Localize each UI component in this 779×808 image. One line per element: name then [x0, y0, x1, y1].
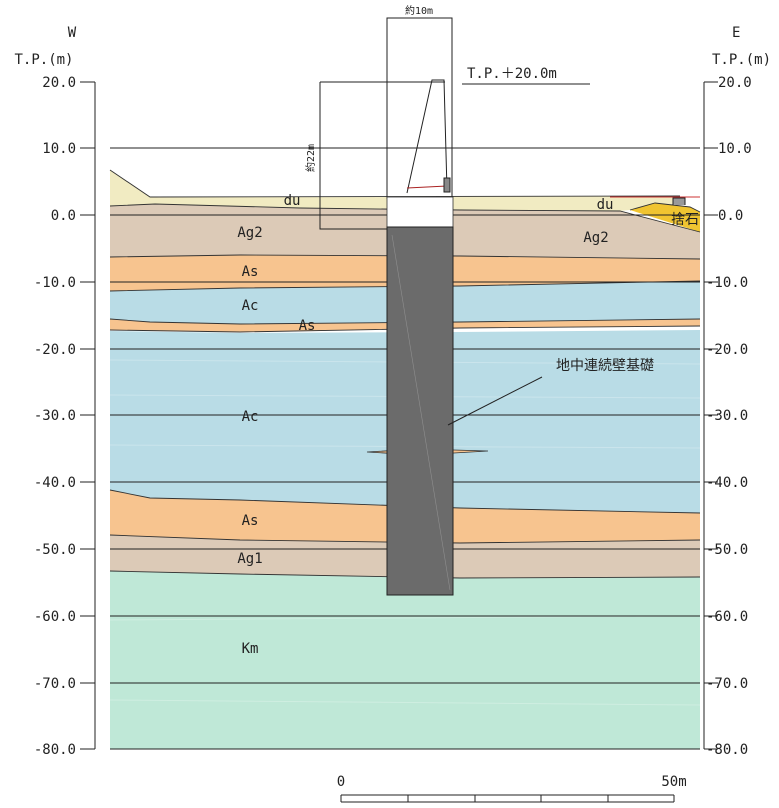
right-tick-label: -10.0 — [706, 275, 748, 291]
right-axis-direction: E — [732, 25, 740, 41]
label-ac-main: Ac — [242, 409, 259, 425]
right-tick-label: -20.0 — [706, 342, 748, 358]
left-tick-label: -40.0 — [34, 475, 76, 491]
label-ac-upper: Ac — [242, 298, 259, 314]
left-axis: W T.P.(m) 20.0 10.0 0.0 -10.0 -20.0 -30.… — [14, 25, 96, 758]
left-tick-label: 0.0 — [51, 208, 76, 224]
label-du-right: du — [597, 197, 614, 213]
right-tick-label: 20.0 — [718, 75, 752, 91]
scale-end: 50m — [661, 774, 686, 790]
left-tick-label: -80.0 — [34, 742, 76, 758]
layer-labels: du du Ag2 Ag2 捨石 As Ac As Ac As Ag1 Km — [237, 193, 699, 657]
left-tick-label: -50.0 — [34, 542, 76, 558]
label-du-left: du — [284, 193, 301, 209]
label-as-lower: As — [242, 513, 259, 529]
tower-outline — [386, 17, 453, 199]
layer-km — [110, 568, 700, 749]
right-tick-label: 0.0 — [718, 208, 743, 224]
top-level-label: T.P.＋20.0m — [467, 66, 557, 82]
label-riprap: 捨石 — [671, 211, 699, 228]
left-axis-direction: W — [68, 25, 77, 41]
tower-frame — [406, 79, 448, 194]
right-axis-unit: T.P.(m) — [712, 52, 771, 68]
right-tick-label: -40.0 — [706, 475, 748, 491]
scale-start: 0 — [337, 774, 345, 790]
dimension-lines — [319, 17, 590, 426]
scale-bar: 0 50m — [337, 774, 687, 803]
left-tick-label: -70.0 — [34, 676, 76, 692]
left-tick-label: -20.0 — [34, 342, 76, 358]
label-ag2-right: Ag2 — [583, 230, 608, 246]
label-ag2-left: Ag2 — [237, 225, 262, 241]
height-label: 約22m — [304, 144, 317, 172]
left-axis-unit: T.P.(m) — [14, 52, 73, 68]
right-tick-label: -80.0 — [706, 742, 748, 758]
left-tick-label: -30.0 — [34, 408, 76, 424]
foundation-label: 地中連続壁基礎 — [556, 357, 654, 374]
width-label: 約10m — [405, 4, 433, 17]
foundation-body — [386, 226, 454, 596]
layer-riprap — [630, 203, 700, 232]
layer-du — [110, 170, 680, 211]
left-tick-label: 20.0 — [42, 75, 76, 91]
label-as-thin: As — [299, 318, 316, 334]
right-tick-label: 10.0 — [718, 141, 752, 157]
bank-structure — [672, 197, 686, 205]
left-tick-label: -10.0 — [34, 275, 76, 291]
right-tick-label: -70.0 — [706, 676, 748, 692]
label-km: Km — [242, 641, 259, 657]
right-tick-label: -60.0 — [706, 609, 748, 625]
tower-structure — [386, 17, 700, 205]
left-tick-label: -60.0 — [34, 609, 76, 625]
label-as-upper: As — [242, 264, 259, 280]
foundation-top — [386, 196, 454, 228]
left-tick-label: 10.0 — [42, 141, 76, 157]
right-tick-label: -30.0 — [706, 408, 748, 424]
label-ag1: Ag1 — [237, 551, 262, 567]
right-tick-label: -50.0 — [706, 542, 748, 558]
right-axis: E T.P.(m) 20.0 10.0 0.0 -10.0 -20.0 -30.… — [703, 25, 771, 758]
